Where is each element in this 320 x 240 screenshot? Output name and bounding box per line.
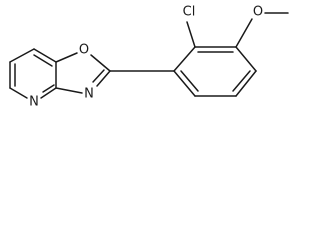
bond [90, 54, 111, 72]
bond [55, 87, 83, 94]
bond [55, 52, 78, 63]
bond [9, 48, 35, 63]
nitrogen-pyridine-atom-label: N [29, 95, 39, 110]
nitrogen-ring-atom-label: N [84, 87, 94, 102]
bond [173, 70, 196, 97]
oxygen-methoxy-atom-label: O [253, 5, 263, 20]
oxygen-ring-atom-label: O [79, 43, 89, 58]
chlorine-atom-label: Cl [183, 5, 196, 20]
bond [235, 46, 257, 72]
bond [235, 70, 257, 97]
bond [9, 87, 28, 99]
phenyl-ring [173, 46, 257, 97]
pyridine-ring [9, 48, 57, 99]
bond [33, 48, 57, 63]
bond [33, 54, 53, 67]
bond [180, 70, 199, 92]
bond [235, 18, 253, 48]
bond [42, 84, 55, 93]
bond [92, 69, 105, 83]
molecule-structure-diagram: O N N Cl O [9, 5, 289, 110]
bond [232, 70, 251, 92]
bond [40, 87, 57, 99]
oxazole-ring [55, 52, 111, 94]
bond [186, 21, 196, 48]
bond [96, 70, 111, 87]
bond [173, 46, 196, 72]
